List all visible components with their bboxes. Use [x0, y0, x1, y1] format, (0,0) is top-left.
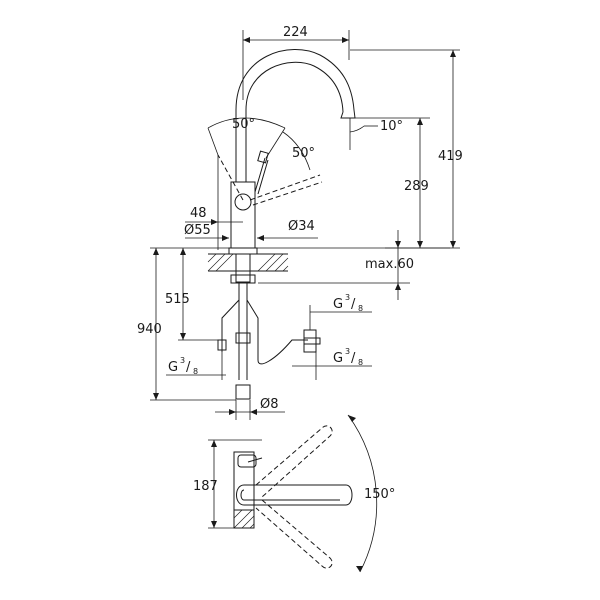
plan-lever [237, 454, 257, 468]
dim-o34-label: Ø34 [288, 219, 315, 234]
dim-base-widths: 48 Ø55 Ø34 [184, 155, 318, 250]
dim-connection-left: G 3 / 8 [166, 352, 226, 380]
dim-max-deck: max.60 [150, 230, 450, 300]
plan-spout-rotated-down [255, 499, 333, 569]
dim-289-label: 289 [404, 179, 429, 194]
angle-valve-top [303, 329, 317, 353]
countertop-section [207, 253, 289, 272]
dim-connection-top: G 3 / 8 [309, 293, 372, 330]
dim-48-label: 48 [190, 206, 207, 221]
svg-text:3: 3 [345, 347, 350, 356]
svg-text:8: 8 [358, 304, 363, 313]
dim-o8-label: Ø8 [260, 397, 279, 412]
dim-224-label: 224 [283, 25, 308, 40]
faucet-plan-view: 150° 187 [193, 414, 395, 573]
base-flange [228, 247, 258, 255]
fixing-nut [230, 274, 256, 284]
dim-spout-tilt: 10° [349, 118, 403, 150]
dim-10deg-label: 10° [380, 119, 403, 134]
svg-text:3: 3 [180, 356, 185, 365]
dim-spout-height: 289 [355, 117, 430, 248]
svg-text:/: / [186, 360, 191, 375]
cartridge-circle [234, 193, 252, 211]
plan-swivel-arc [347, 414, 378, 573]
dim-tube-diameter: Ø8 [215, 397, 285, 420]
plan-base-hatch [233, 509, 255, 529]
plan-spout [236, 484, 353, 506]
dim-940-label: 940 [137, 322, 162, 337]
svg-text:G: G [333, 351, 343, 366]
faucet-elevation [207, 49, 356, 400]
dim-connection-bottom: G 3 / 8 [292, 347, 372, 380]
svg-text:/: / [351, 351, 356, 366]
svg-text:8: 8 [358, 358, 363, 367]
dim-419-label: 419 [438, 149, 463, 164]
svg-text:G: G [168, 360, 178, 375]
dim-hose-lengths: 940 515 [137, 248, 236, 401]
svg-text:G: G [333, 297, 343, 312]
spout-inner [245, 61, 344, 113]
hose-left [221, 299, 240, 352]
dim-o55-label: Ø55 [184, 223, 211, 238]
angle-valve-stem [303, 337, 321, 345]
dim-spout-reach: 224 [242, 25, 350, 100]
tap-body [230, 181, 256, 249]
lever [254, 157, 266, 193]
dim-total-height: 419 [350, 49, 463, 249]
dim-max60-label: max.60 [365, 257, 414, 272]
hose-middle-fitting [235, 332, 251, 344]
plan-spout-rotated-up [255, 425, 333, 498]
hose-bottom-fitting [235, 384, 251, 400]
shank [235, 253, 251, 283]
spout-outlet [340, 109, 356, 119]
dim-50deg-right-label: 50° [292, 146, 315, 161]
svg-text:/: / [351, 297, 356, 312]
svg-text:3: 3 [345, 293, 350, 302]
hose-right [246, 299, 308, 365]
dim-50deg-left-label: 50° [232, 117, 255, 132]
lever-handle [257, 150, 269, 164]
svg-text:8: 8 [193, 367, 198, 376]
dim-lever-angles: 50° 50° [207, 117, 315, 171]
dim-515-label: 515 [165, 292, 190, 307]
dim-150deg-label: 150° [364, 487, 395, 502]
dim-187-label: 187 [193, 479, 218, 494]
spout-outer [235, 49, 355, 111]
